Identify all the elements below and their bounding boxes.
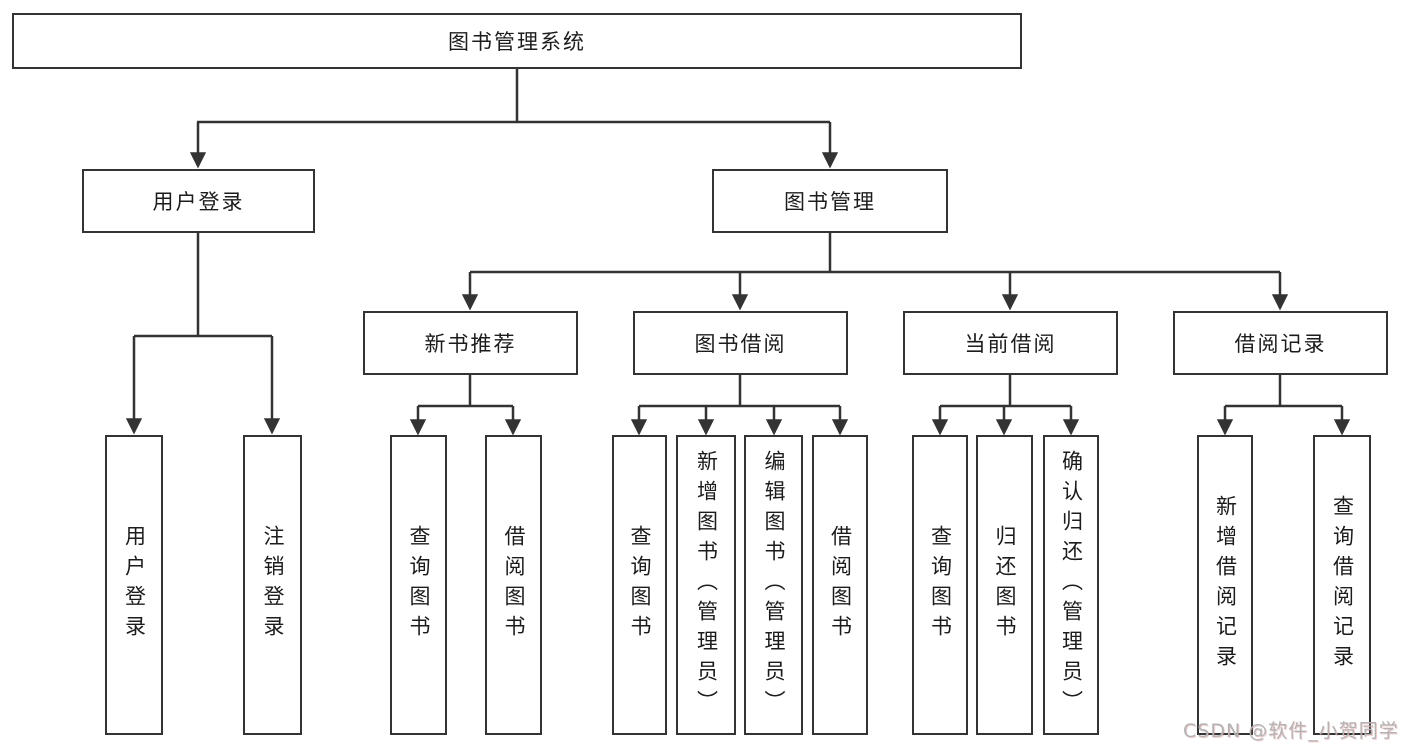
node-book-management: 图书管理 (712, 169, 948, 233)
node-leaf-current-query-books: 查询图书 (912, 435, 968, 735)
node-leaf-borrow-books: 借阅图书 (812, 435, 868, 735)
node-leaf-add-books-admin: 新增图书（管理员） (676, 435, 736, 735)
node-leaf-user-login: 用户登录 (105, 435, 163, 735)
node-book-borrow-label: 图书借阅 (694, 332, 787, 356)
node-leaf-return-books: 归还图书 (976, 435, 1033, 735)
node-leaf-add-borrow-record: 新增借阅记录 (1197, 435, 1253, 735)
node-user-login-group: 用户登录 (82, 169, 315, 233)
node-root-label: 图书管理系统 (448, 30, 586, 54)
node-leaf-recommend-query-books: 查询图书 (390, 435, 447, 735)
node-leaf-recommend-borrow-books: 借阅图书 (485, 435, 542, 735)
node-leaf-query-borrow-record: 查询借阅记录 (1313, 435, 1371, 735)
node-borrow-records-label: 借阅记录 (1234, 332, 1327, 356)
node-current-borrow-label: 当前借阅 (964, 332, 1057, 356)
node-current-borrow: 当前借阅 (903, 311, 1118, 375)
node-book-management-label: 图书管理 (784, 190, 876, 214)
node-borrow-records: 借阅记录 (1173, 311, 1388, 375)
csdn-watermark: CSDN @软件_小贺同学 (1183, 720, 1399, 742)
node-leaf-borrow-query-books: 查询图书 (612, 435, 667, 735)
node-leaf-logout: 注销登录 (243, 435, 302, 735)
node-root: 图书管理系统 (12, 13, 1022, 69)
node-new-book-recommend: 新书推荐 (363, 311, 578, 375)
node-new-book-recommend-label: 新书推荐 (424, 332, 517, 356)
node-book-borrow: 图书借阅 (633, 311, 848, 375)
node-leaf-edit-books-admin: 编辑图书（管理员） (744, 435, 803, 735)
node-user-login-group-label: 用户登录 (152, 190, 245, 214)
node-leaf-confirm-return-admin: 确认归还（管理员） (1043, 435, 1099, 735)
